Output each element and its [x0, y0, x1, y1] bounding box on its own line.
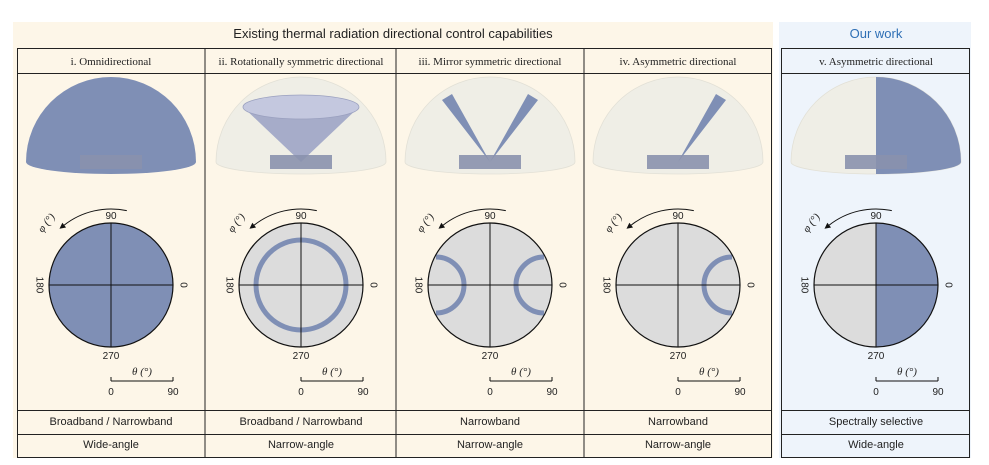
emitter-slab	[80, 155, 142, 169]
theta-tick-min: 0	[298, 387, 304, 398]
phi-label-270: 270	[103, 351, 120, 362]
emitter-slab	[647, 155, 709, 169]
emission-beam	[678, 94, 726, 162]
theta-axis-label: θ (°)	[897, 366, 917, 378]
phi-direction-arc	[63, 208, 127, 226]
our-work-header: Our work	[850, 26, 903, 41]
phi-label-270: 270	[482, 351, 499, 362]
phi-label-90: 90	[295, 211, 307, 222]
angular-label: Wide-angle	[83, 439, 139, 451]
emitter-slab	[459, 155, 521, 169]
phi-arrowhead	[249, 222, 257, 229]
phi-label-270: 270	[868, 351, 885, 362]
theta-tick-max: 90	[167, 387, 179, 398]
phi-label-180: 180	[798, 277, 809, 294]
phi-label-90: 90	[672, 211, 684, 222]
theta-axis-label: θ (°)	[132, 366, 152, 378]
angular-label: Wide-angle	[848, 439, 904, 451]
angular-label: Narrow-angle	[645, 439, 711, 451]
panel-title: iv. Asymmetric directional	[620, 56, 737, 68]
panel-title: ii. Rotationally symmetric directional	[219, 56, 384, 68]
phi-label-0: 0	[367, 282, 378, 288]
phi-arrowhead	[824, 222, 832, 229]
phi-label-270: 270	[293, 351, 310, 362]
theta-tick-min: 0	[108, 387, 114, 398]
phi-label-0: 0	[942, 282, 953, 288]
phi-label-0: 0	[177, 282, 188, 288]
phi-label-90: 90	[484, 211, 496, 222]
phi-label-180: 180	[223, 277, 234, 294]
angular-label: Narrow-angle	[457, 439, 523, 451]
angular-label: Narrow-angle	[268, 439, 334, 451]
phi-label-0: 0	[744, 282, 755, 288]
phi-label-90: 90	[870, 211, 882, 222]
phi-label-90: 90	[105, 211, 117, 222]
phi-arrowhead	[626, 222, 634, 229]
phi-arrowhead	[438, 222, 446, 229]
emission-beam-right	[490, 94, 538, 162]
spectral-label: Narrowband	[460, 416, 520, 428]
spectral-label: Broadband / Narrowband	[50, 416, 173, 428]
phi-label-180: 180	[412, 277, 423, 294]
theta-tick-max: 90	[546, 387, 558, 398]
spectral-label: Spectrally selective	[829, 416, 923, 428]
theta-axis-label: θ (°)	[699, 366, 719, 378]
phi-label-180: 180	[33, 277, 44, 294]
emission-cone	[243, 107, 359, 162]
phi-label-270: 270	[670, 351, 687, 362]
theta-axis-label: θ (°)	[511, 366, 531, 378]
phi-arrowhead	[59, 222, 67, 229]
theta-tick-min: 0	[873, 387, 879, 398]
cone-rim	[242, 94, 360, 120]
panel-title: iii. Mirror symmetric directional	[419, 56, 562, 68]
spectral-label: Narrowband	[648, 416, 708, 428]
panel-title: v. Asymmetric directional	[819, 56, 933, 68]
theta-tick-max: 90	[932, 387, 944, 398]
theta-tick-min: 0	[487, 387, 493, 398]
emitter-slab	[270, 155, 332, 169]
emission-beam-left	[442, 94, 490, 162]
phi-direction-arc	[253, 208, 317, 226]
theta-axis-label: θ (°)	[322, 366, 342, 378]
phi-label-180: 180	[600, 277, 611, 294]
theta-tick-max: 90	[357, 387, 369, 398]
phi-label-0: 0	[556, 282, 567, 288]
emission-half-hemisphere	[876, 77, 961, 174]
spectral-label: Broadband / Narrowband	[240, 416, 363, 428]
theta-tick-min: 0	[675, 387, 681, 398]
table-grid	[17, 48, 970, 458]
panel-title: i. Omnidirectional	[71, 56, 152, 68]
existing-header: Existing thermal radiation directional c…	[233, 26, 553, 41]
phi-direction-arc	[442, 208, 506, 226]
phi-direction-arc	[828, 208, 892, 226]
phi-direction-arc	[630, 208, 694, 226]
emission-hemisphere	[26, 77, 196, 174]
emitter-slab	[845, 155, 907, 169]
theta-tick-max: 90	[734, 387, 746, 398]
